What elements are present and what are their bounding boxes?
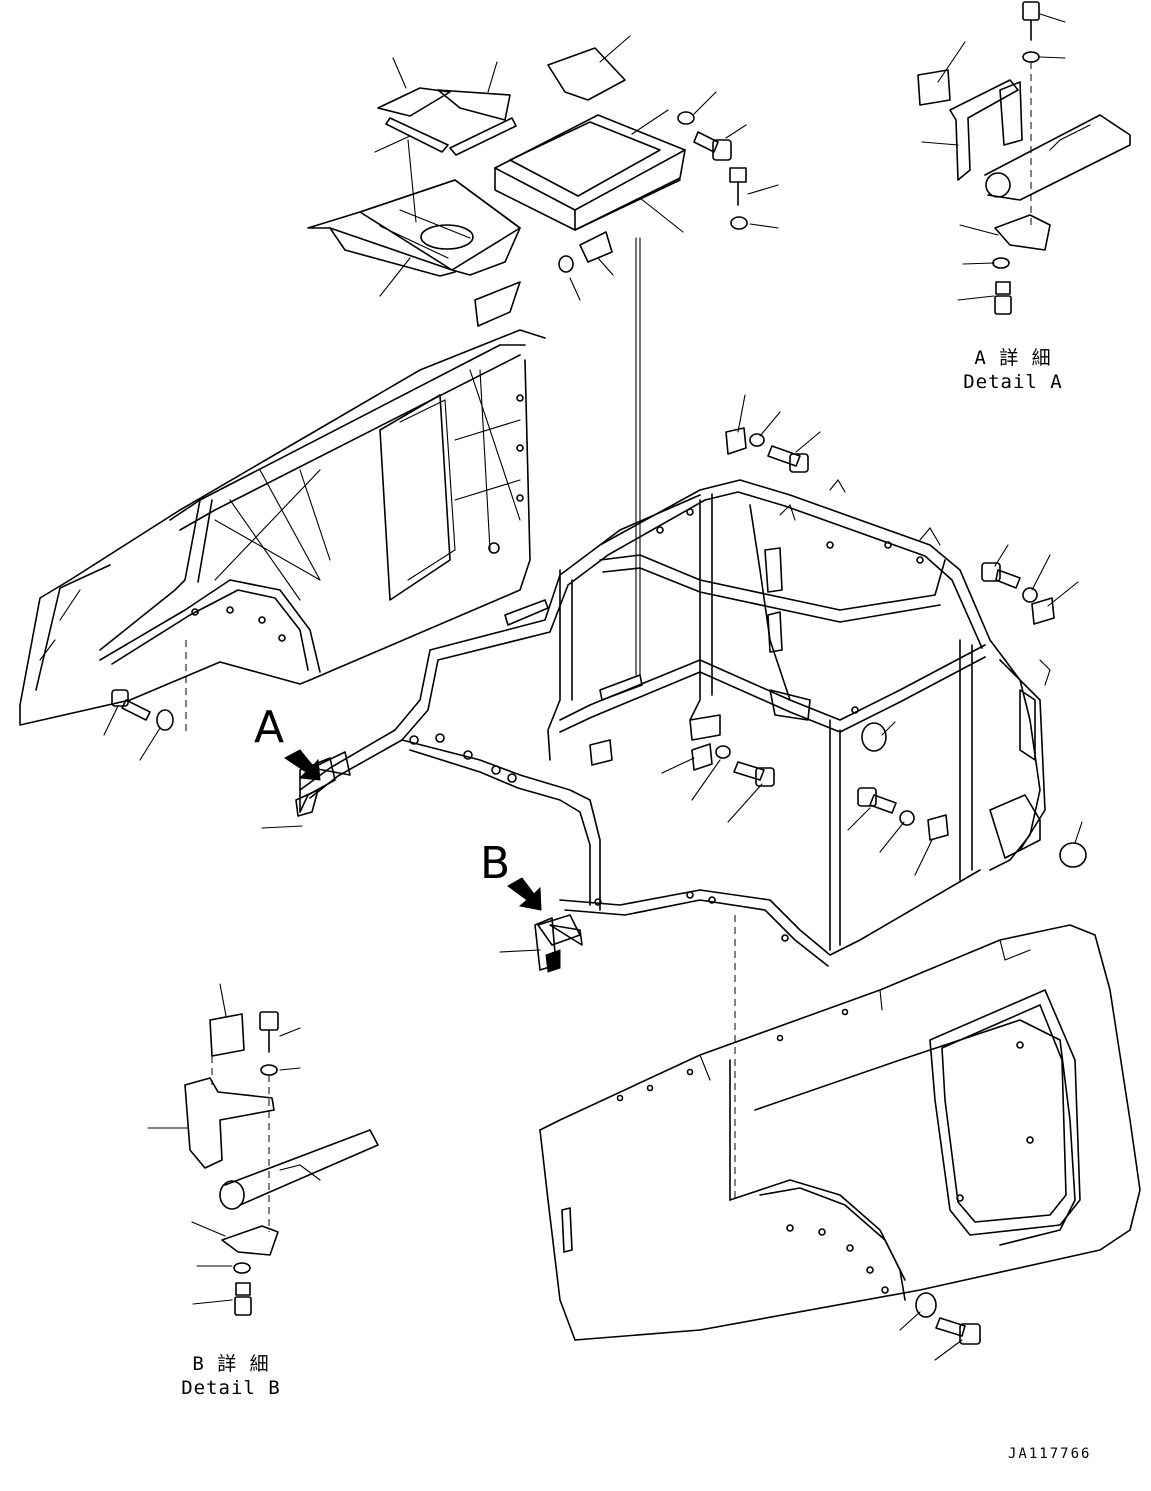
rubber-pads (377, 47, 626, 156)
right-side-panel (539, 924, 1141, 1341)
right-panel-bolt (734, 915, 981, 1361)
detail-b-caption: B 詳 細 Detail B (176, 1352, 286, 1400)
frame-hardware (691, 427, 1087, 868)
leader-lines-frame (261, 394, 1083, 953)
floor-frame-assembly (307, 179, 521, 327)
detail-a-caption-jp: A 詳 細 (974, 347, 1052, 369)
detail-a-drawing (917, 1, 1131, 315)
view-arrow-b (507, 877, 542, 911)
left-side-panel (19, 329, 546, 726)
view-label-a: A (254, 702, 285, 753)
cab-mounts (295, 751, 583, 973)
detail-a-caption-en: Detail A (963, 371, 1063, 393)
cab-frame (299, 479, 1051, 967)
detail-b-caption-en: Detail B (181, 1377, 281, 1399)
drawing-code: JA117766 (1008, 1446, 1092, 1462)
detail-a-caption: A 詳 細 Detail A (958, 346, 1068, 394)
view-label-b: B (480, 838, 511, 889)
detail-b-drawing (147, 983, 379, 1316)
view-arrow-a (284, 749, 321, 781)
detail-b-caption-jp: B 詳 細 (192, 1353, 270, 1375)
cab-floor-plate (494, 114, 686, 231)
left-panel-bolt (103, 640, 187, 761)
bolts-top (558, 111, 748, 273)
leader-lines-top (374, 35, 779, 301)
